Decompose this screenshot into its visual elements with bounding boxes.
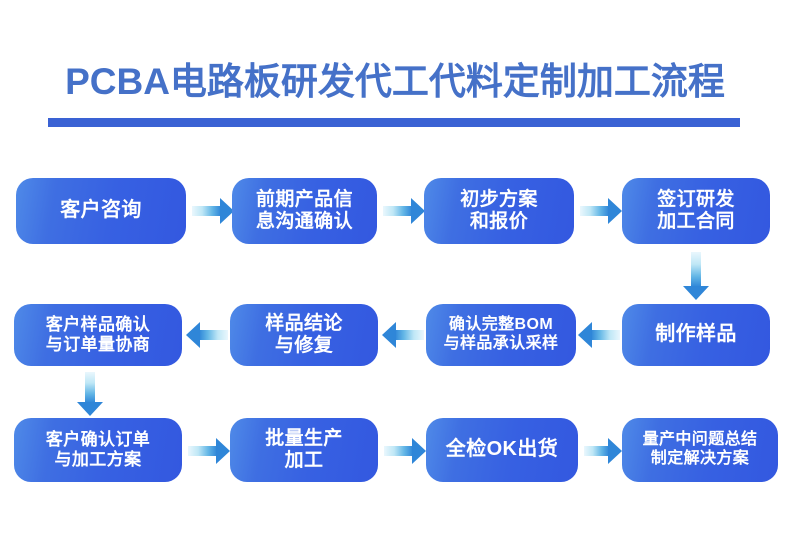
arrow-right-icon-a3 — [580, 198, 622, 224]
arrow-head — [216, 438, 230, 464]
flow-node-n2[interactable]: 前期产品信 息沟通确认 — [232, 178, 377, 244]
flow-node-n12[interactable]: 量产中问题总结 制定解决方案 — [622, 418, 778, 482]
arrow-down-icon-a4 — [683, 252, 709, 300]
arrow-head — [186, 322, 200, 348]
arrow-shaft — [85, 372, 95, 403]
arrow-head — [578, 322, 592, 348]
arrow-shaft — [584, 446, 609, 456]
flow-node-n8[interactable]: 客户样品确认 与订单量协商 — [14, 304, 182, 366]
arrow-right-icon-a2 — [383, 198, 425, 224]
title-underline-rule — [48, 118, 740, 127]
flow-node-n11[interactable]: 全检OK出货 — [426, 418, 578, 482]
arrow-right-icon-a1 — [192, 198, 234, 224]
flow-node-n5[interactable]: 制作样品 — [622, 304, 770, 366]
arrow-right-icon-a11 — [584, 438, 622, 464]
flow-node-n4[interactable]: 签订研发 加工合同 — [622, 178, 770, 244]
arrow-shaft — [395, 330, 424, 340]
arrow-left-icon-a5 — [578, 322, 620, 348]
arrow-shaft — [591, 330, 620, 340]
arrow-shaft — [192, 206, 221, 216]
arrow-head — [220, 198, 234, 224]
arrow-head — [608, 438, 622, 464]
arrow-shaft — [384, 446, 413, 456]
arrow-head — [411, 198, 425, 224]
arrow-right-icon-a9 — [188, 438, 230, 464]
flow-node-n1[interactable]: 客户咨询 — [16, 178, 186, 244]
arrow-shaft — [188, 446, 217, 456]
arrow-head — [77, 402, 103, 416]
arrow-head — [683, 286, 709, 300]
arrow-down-icon-a8 — [77, 372, 103, 416]
arrow-shaft — [691, 252, 701, 287]
arrow-right-icon-a10 — [384, 438, 426, 464]
arrow-head — [412, 438, 426, 464]
arrow-shaft — [199, 330, 228, 340]
flow-node-n9[interactable]: 客户确认订单 与加工方案 — [14, 418, 182, 482]
arrow-head — [608, 198, 622, 224]
arrow-head — [382, 322, 396, 348]
page-title: PCBA电路板研发代工代料定制加工流程 — [65, 61, 725, 102]
flow-node-n10[interactable]: 批量生产 加工 — [230, 418, 378, 482]
arrow-shaft — [580, 206, 609, 216]
arrow-shaft — [383, 206, 412, 216]
arrow-left-icon-a7 — [186, 322, 228, 348]
flow-node-n6[interactable]: 确认完整BOM 与样品承认采样 — [426, 304, 576, 366]
flow-node-n7[interactable]: 样品结论 与修复 — [230, 304, 378, 366]
arrow-left-icon-a6 — [382, 322, 424, 348]
flow-node-n3[interactable]: 初步方案 和报价 — [424, 178, 574, 244]
